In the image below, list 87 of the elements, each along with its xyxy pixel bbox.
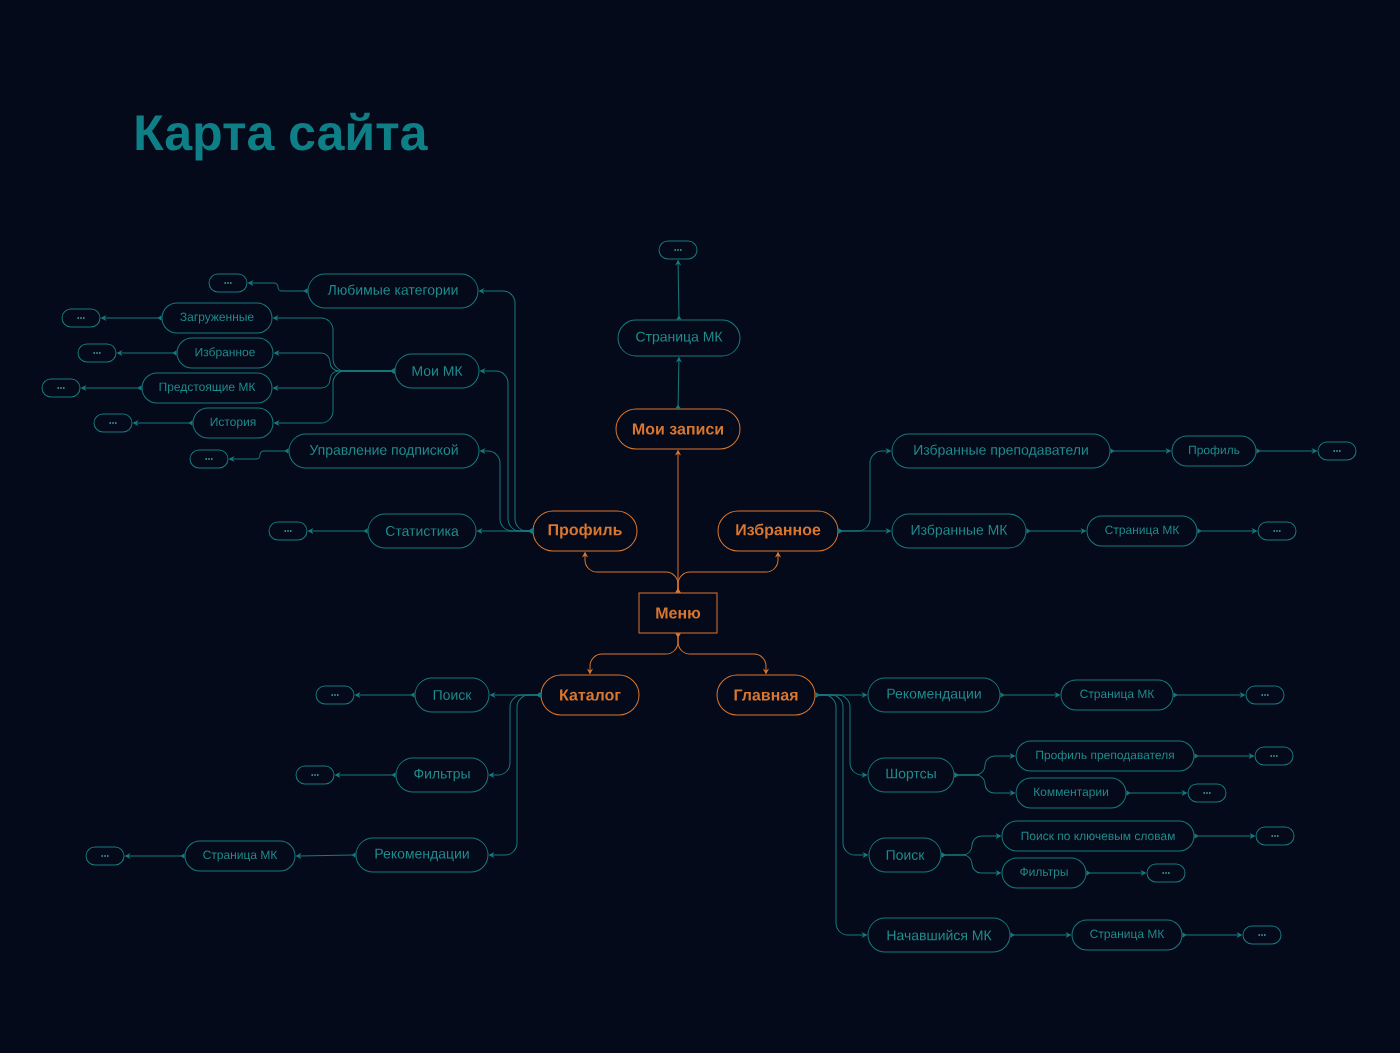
- page-pill: История: [192, 407, 274, 439]
- page-pill: Поиск: [414, 677, 490, 713]
- placeholder-pill: ...: [1255, 826, 1295, 846]
- arrow: [81, 385, 142, 391]
- page-pill: Управление подпиской: [288, 433, 480, 469]
- arrow: [815, 692, 867, 938]
- arrow: [675, 357, 682, 409]
- page-pill: Страница МК: [1071, 919, 1183, 951]
- page-pill: Любимые категории: [307, 273, 479, 309]
- placeholder-pill: ...: [208, 273, 248, 293]
- arrow: [274, 368, 395, 426]
- arrow: [1000, 692, 1060, 698]
- arrow: [675, 260, 682, 320]
- placeholder-pill: ...: [1245, 685, 1285, 705]
- placeholder-pill: ...: [189, 449, 229, 469]
- placeholder-pill: ...: [85, 846, 125, 866]
- arrow: [308, 528, 368, 534]
- arrow: [229, 448, 289, 462]
- arrow: [248, 280, 308, 294]
- arrow: [1182, 932, 1242, 938]
- arrow: [133, 420, 193, 426]
- title: Карта сайта: [136, 112, 428, 161]
- arrow: [838, 528, 891, 534]
- arrow: [1173, 692, 1245, 698]
- page-pill: Фильтры: [395, 757, 489, 793]
- page-pill: Рекомендации: [867, 677, 1001, 713]
- page-pill: Избранные МК: [891, 513, 1027, 549]
- arrow: [1110, 448, 1171, 454]
- page-pill: Избранное: [176, 337, 274, 369]
- arrow: [1010, 932, 1071, 938]
- page-pill: Шортсы: [867, 757, 955, 793]
- placeholder-pill: ...: [1254, 746, 1294, 766]
- placeholder-pill: ...: [1242, 925, 1282, 945]
- page-pill: Рекомендации: [355, 837, 489, 873]
- arrow: [675, 633, 769, 674]
- section-pill: Мои записи: [615, 408, 741, 450]
- placeholder-pill: ...: [268, 521, 308, 541]
- section-pill: Главная: [716, 674, 816, 716]
- page-pill: Страница МК: [617, 319, 741, 357]
- arrow: [101, 315, 162, 321]
- arrow: [1126, 790, 1187, 796]
- placeholder-pill: ...: [77, 343, 117, 363]
- arrow: [489, 692, 541, 858]
- arrow: [117, 350, 177, 356]
- arrow: [125, 853, 185, 859]
- placeholder-pill: ...: [295, 765, 335, 785]
- placeholder-pill: ...: [1317, 441, 1357, 461]
- arrow: [335, 772, 396, 778]
- page-pill: Поиск: [868, 837, 942, 873]
- placeholder-pill: ...: [1187, 783, 1227, 803]
- page-pill: Фильтры: [1001, 857, 1087, 889]
- page-pill: Предстоящие МК: [141, 372, 273, 404]
- section-pill: Профиль: [532, 510, 638, 552]
- placeholder-pill: ...: [93, 413, 133, 433]
- page-pill: Профиль: [1171, 435, 1257, 467]
- page-pill: Поиск по ключевым словам: [1001, 820, 1195, 852]
- menu-box: Меню: [638, 592, 718, 634]
- section-pill: Избранное: [717, 510, 839, 552]
- placeholder-pill: ...: [41, 378, 81, 398]
- page-pill: Мои МК: [394, 353, 480, 389]
- page-pill: Страница МК: [1060, 679, 1174, 711]
- placeholder-pill: ...: [1146, 863, 1186, 883]
- arrow: [1194, 753, 1254, 759]
- page-pill: Страница МК: [1086, 515, 1198, 547]
- arrow: [1194, 833, 1255, 839]
- arrow: [296, 852, 356, 859]
- arrow: [355, 692, 415, 698]
- placeholder-pill: ...: [658, 240, 698, 260]
- placeholder-pill: ...: [315, 685, 355, 705]
- page-pill: Статистика: [367, 513, 477, 549]
- page-pill: Страница МК: [184, 840, 296, 872]
- arrow: [1026, 528, 1086, 534]
- page-pill: Начавшийся МК: [867, 917, 1011, 953]
- arrow: [941, 852, 1001, 876]
- placeholder-pill: ...: [1257, 521, 1297, 541]
- placeholder-pill: ...: [61, 308, 101, 328]
- arrow: [954, 772, 1015, 796]
- arrow: [1197, 528, 1257, 534]
- section-pill: Каталог: [540, 674, 640, 716]
- arrow: [477, 528, 533, 534]
- arrow: [1256, 448, 1317, 454]
- arrow: [675, 552, 781, 593]
- arrow: [1086, 870, 1146, 876]
- page-pill: Избранные преподаватели: [891, 433, 1111, 469]
- page-pill: Комментарии: [1015, 777, 1127, 809]
- page-pill: Загруженные: [161, 302, 273, 334]
- page-pill: Профиль преподавателя: [1015, 740, 1195, 772]
